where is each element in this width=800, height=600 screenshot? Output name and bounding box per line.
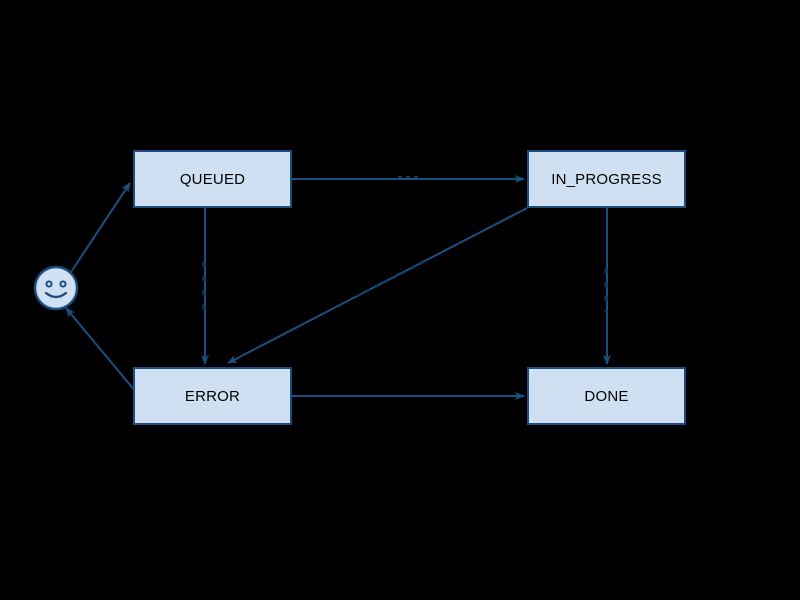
start-node-smiley[interactable] xyxy=(33,265,79,311)
edge-error-to-start xyxy=(65,307,147,405)
edge-queued-to-in-progress xyxy=(292,175,525,183)
state-node-in-progress[interactable]: IN_PROGRESS xyxy=(527,150,686,208)
state-node-error-label: ERROR xyxy=(184,387,241,405)
state-node-queued[interactable]: QUEUED xyxy=(133,150,292,208)
state-node-error[interactable]: ERROR xyxy=(133,367,292,425)
edge-in-progress-to-error xyxy=(227,207,528,364)
edge-in-progress-to-done xyxy=(603,208,611,365)
state-node-done-label: DONE xyxy=(584,387,629,405)
state-node-queued-label: QUEUED xyxy=(179,170,246,188)
edge-start-to-queued xyxy=(70,182,131,273)
state-node-done[interactable]: DONE xyxy=(527,367,686,425)
smiley-face-icon xyxy=(33,265,79,311)
state-node-in-progress-label: IN_PROGRESS xyxy=(551,170,662,188)
edge-queued-to-error xyxy=(201,208,209,365)
